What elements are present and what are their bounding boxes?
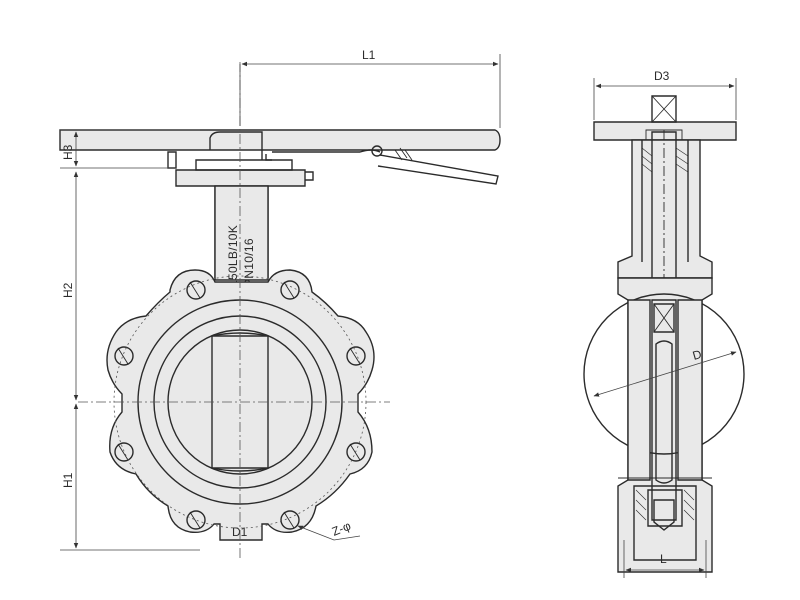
dim-d: D xyxy=(593,347,737,397)
dim-h3: H3 xyxy=(60,129,200,169)
mounting-plate xyxy=(167,151,314,187)
handle-lever xyxy=(59,129,501,185)
side-view: D D3 L xyxy=(583,69,745,578)
bolt-holes xyxy=(114,280,366,530)
label-z-phi: Z-φ xyxy=(330,519,353,539)
label-d: D xyxy=(691,347,704,363)
side-body xyxy=(583,277,745,573)
body-marking-line1: 150LB/10K xyxy=(226,225,240,287)
dim-l: L xyxy=(623,540,707,578)
body-marking-line2: PN10/16 xyxy=(242,238,256,287)
side-top-flange xyxy=(593,121,737,141)
front-centerlines xyxy=(78,62,390,560)
valve-neck: 150LB/10K PN10/16 xyxy=(214,185,269,287)
label-h3: H3 xyxy=(61,144,75,160)
label-l1: L1 xyxy=(362,48,376,62)
front-view: 150LB/10K PN10/16 xyxy=(59,48,501,560)
label-h1: H1 xyxy=(61,472,75,488)
label-h2: H2 xyxy=(61,282,75,298)
stem-square-top xyxy=(651,95,677,123)
dim-h1: H1 xyxy=(60,403,200,551)
dim-d3: D3 xyxy=(593,69,737,120)
dim-l1: L1 xyxy=(239,48,501,128)
lug-body xyxy=(106,269,375,541)
leader-z-phi: Z-φ xyxy=(297,519,361,541)
dim-h2: H2 xyxy=(61,171,79,401)
label-d3: D3 xyxy=(654,69,670,83)
label-l: L xyxy=(660,552,667,566)
